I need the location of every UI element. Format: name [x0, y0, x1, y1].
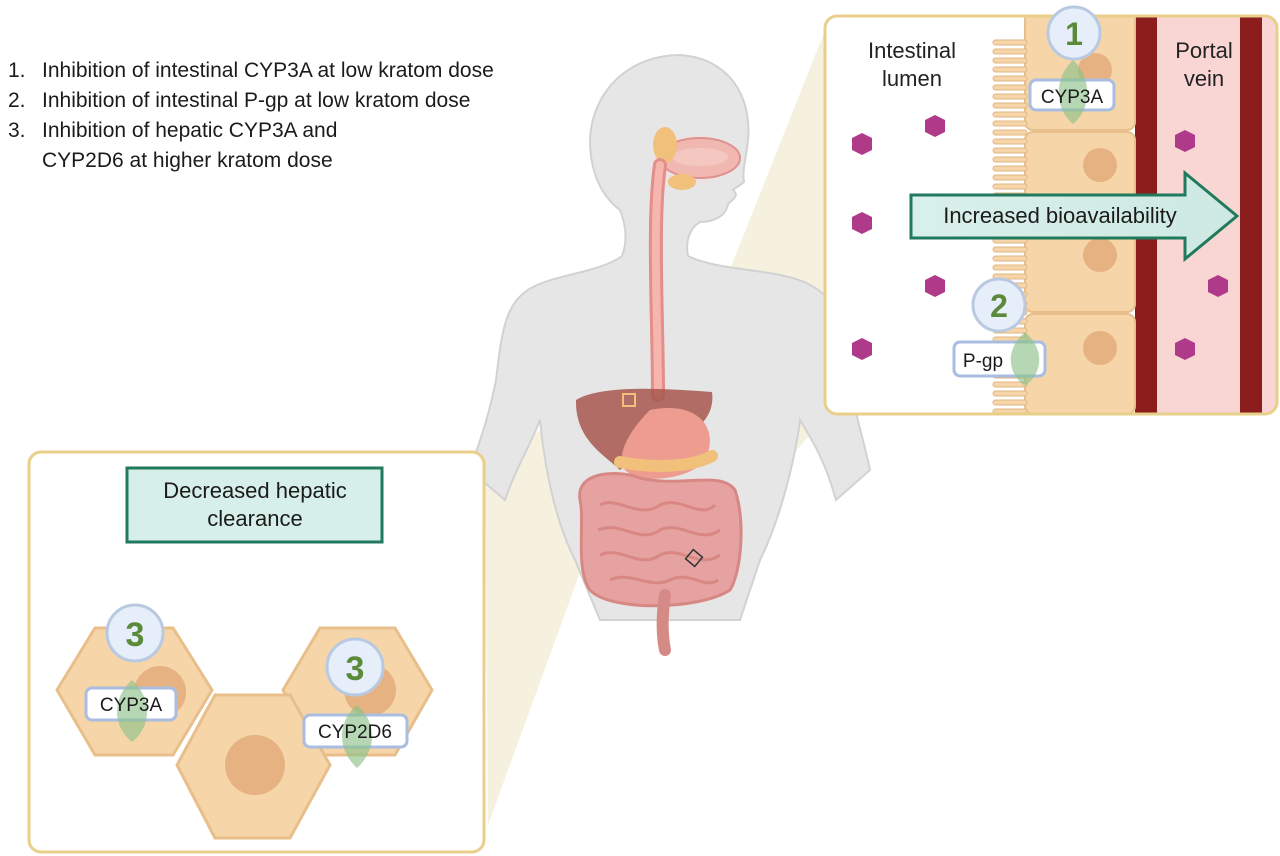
- pgp-label: P-gp: [963, 351, 1003, 372]
- intestine-panel: Intestinal lumen Portal vein Increased b…: [823, 5, 1279, 416]
- pancreas: [614, 450, 718, 472]
- legend-text: Inhibition of intestinal CYP3A at low kr…: [42, 59, 494, 82]
- bioavailability-arrow: Increased bioavailability: [909, 169, 1240, 263]
- microvillus: [992, 84, 1028, 91]
- microvillus: [992, 390, 1028, 397]
- microvillus: [992, 147, 1028, 154]
- cyp2d6-label: CYP2D6: [318, 722, 392, 743]
- microvillus: [992, 381, 1028, 388]
- microvillus: [992, 246, 1028, 253]
- microvillus: [992, 66, 1028, 73]
- intestines: [578, 472, 743, 656]
- cyp2d6-enzyme: CYP2D6: [302, 705, 409, 768]
- legend-number: 1.: [8, 59, 26, 82]
- pgp-transporter: P-gp: [952, 332, 1047, 386]
- liver-panel: Decreased hepatic clearance 3 CYP3A 3 CY…: [27, 450, 486, 854]
- legend-item: 1. Inhibition of intestinal CYP3A at low…: [8, 56, 608, 86]
- legend-number: 3.: [8, 119, 26, 142]
- microvillus: [992, 57, 1028, 64]
- portal-vein-label: Portal: [1175, 38, 1232, 63]
- marker-2: 2: [971, 277, 1027, 333]
- microvillus: [992, 165, 1028, 172]
- microvillus: [992, 129, 1028, 136]
- drug-molecules: [852, 115, 1228, 360]
- microvillus: [992, 102, 1028, 109]
- marker-3-left: 3: [105, 603, 165, 663]
- microvillus: [992, 156, 1028, 163]
- cyp3a-enzyme-intestine: CYP3A: [1028, 60, 1116, 124]
- legend-text: Inhibition of intestinal P-gp at low kra…: [42, 89, 471, 112]
- leaf-icon: [1058, 60, 1088, 124]
- microvillus: [992, 75, 1028, 82]
- bioavailability-label: Increased bioavailability: [943, 203, 1177, 228]
- legend-number: 2.: [8, 89, 26, 112]
- legend-item: 2. Inhibition of intestinal P-gp at low …: [8, 86, 608, 116]
- cyp3a-label: CYP3A: [100, 695, 163, 716]
- lumen-label: lumen: [882, 66, 942, 91]
- callout-line: Decreased hepatic: [163, 478, 346, 503]
- legend-item: 3. Inhibition of hepatic CYP3A and CYP2D…: [8, 116, 608, 176]
- leaf-icon: [117, 680, 147, 742]
- legend-text: Inhibition of hepatic CYP3A and CYP2D6 a…: [42, 119, 338, 172]
- cyp3a-enzyme-liver: CYP3A: [84, 680, 178, 742]
- microvillus: [992, 264, 1028, 271]
- microvillus: [992, 120, 1028, 127]
- microvillus: [992, 48, 1028, 55]
- lumen-label: Intestinal: [868, 38, 956, 63]
- leaf-icon: [342, 705, 372, 768]
- microvillus: [992, 111, 1028, 118]
- marker-3-number: 3: [346, 650, 365, 688]
- hepatic-clearance-callout: Decreased hepatic clearance: [125, 466, 384, 544]
- microvillus: [992, 255, 1028, 262]
- portal-vein-label: vein: [1184, 66, 1224, 91]
- legend-list: 1. Inhibition of intestinal CYP3A at low…: [8, 56, 608, 176]
- marker-3-number: 3: [126, 616, 145, 654]
- microvillus: [992, 138, 1028, 145]
- microvillus: [992, 39, 1028, 46]
- callout-line: clearance: [207, 506, 302, 531]
- microvillus: [992, 93, 1028, 100]
- microvillus: [992, 174, 1028, 181]
- marker-2-number: 2: [990, 288, 1008, 324]
- marker-3-right: 3: [325, 637, 385, 697]
- microvillus: [992, 399, 1028, 406]
- leaf-icon: [1010, 332, 1040, 386]
- marker-1: 1: [1046, 5, 1102, 61]
- mouth-glands: [653, 127, 741, 190]
- cyp3a-label: CYP3A: [1041, 87, 1104, 108]
- marker-1-number: 1: [1065, 16, 1083, 52]
- microvillus: [992, 183, 1028, 190]
